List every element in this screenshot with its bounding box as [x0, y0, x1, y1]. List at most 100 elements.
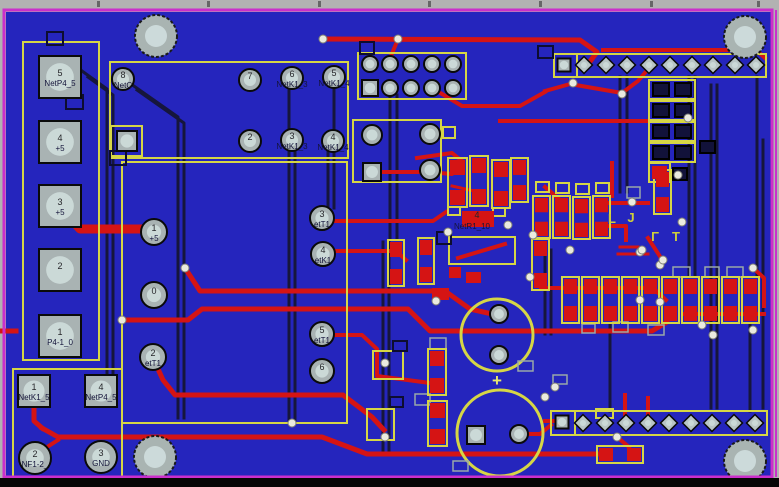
- relay-main-outline[interactable]: [121, 161, 348, 424]
- pad[interactable]: [38, 248, 82, 292]
- pad[interactable]: [38, 55, 82, 99]
- pad[interactable]: [444, 79, 462, 97]
- smd-resistor[interactable]: [741, 276, 760, 324]
- trace-top-layer[interactable]: [750, 265, 766, 308]
- pad[interactable]: [362, 162, 382, 182]
- marker-box[interactable]: [389, 396, 404, 408]
- smd-resistor[interactable]: [510, 157, 529, 203]
- pad[interactable]: [466, 425, 486, 445]
- pad[interactable]: [381, 79, 399, 97]
- silkscreen-box[interactable]: [648, 121, 696, 142]
- trace-top-layer[interactable]: [606, 224, 628, 242]
- pad[interactable]: [38, 184, 82, 228]
- via[interactable]: [658, 255, 668, 265]
- pad[interactable]: [361, 124, 383, 146]
- smd-resistor[interactable]: [592, 195, 611, 239]
- smd-resistor[interactable]: [427, 348, 447, 396]
- pad[interactable]: [489, 345, 509, 365]
- trace-top-layer[interactable]: [38, 424, 603, 457]
- trace-top-layer[interactable]: [320, 209, 449, 223]
- via[interactable]: [180, 263, 190, 273]
- silkscreen-box[interactable]: [535, 181, 550, 193]
- smd-pad-bottom[interactable]: [674, 82, 692, 97]
- smd-resistor[interactable]: [681, 276, 700, 324]
- via[interactable]: [380, 432, 390, 442]
- pad[interactable]: [140, 218, 168, 246]
- smd-pad-outline[interactable]: [647, 324, 665, 336]
- pad[interactable]: [574, 55, 594, 75]
- pad[interactable]: [84, 374, 118, 408]
- smd-resistor[interactable]: [531, 238, 550, 291]
- pad[interactable]: [746, 55, 766, 75]
- smd-pad-bottom[interactable]: [652, 124, 670, 139]
- smd-pad-bottom[interactable]: [674, 124, 692, 139]
- pad[interactable]: [322, 65, 346, 89]
- ic-outline[interactable]: [448, 236, 516, 265]
- relay-top-outline[interactable]: [109, 61, 349, 159]
- mounting-hole[interactable]: [134, 14, 178, 58]
- via[interactable]: [748, 263, 758, 273]
- smd-resistor[interactable]: [581, 276, 600, 324]
- via[interactable]: [748, 325, 758, 335]
- pad[interactable]: [238, 68, 262, 92]
- marker-box[interactable]: [392, 340, 408, 352]
- smd-resistor[interactable]: [447, 157, 468, 208]
- pad[interactable]: [617, 55, 637, 75]
- pad[interactable]: [402, 79, 420, 97]
- smd-resistor[interactable]: [387, 239, 405, 287]
- via[interactable]: [380, 358, 390, 368]
- smd-resistor[interactable]: [417, 237, 435, 285]
- silkscreen-box[interactable]: [595, 182, 610, 194]
- smd-pad-outline[interactable]: [414, 393, 431, 406]
- smd-pad-bottom[interactable]: [652, 82, 670, 97]
- via[interactable]: [117, 315, 127, 325]
- silkscreen-box[interactable]: [648, 100, 696, 121]
- via[interactable]: [443, 227, 453, 237]
- pad[interactable]: [361, 55, 379, 73]
- smd-pad-top[interactable]: [449, 267, 461, 278]
- connector-p4-outline[interactable]: [22, 41, 100, 361]
- trace-top-layer[interactable]: [542, 184, 563, 203]
- marker-box[interactable]: [46, 31, 64, 46]
- smd-resistor[interactable]: [661, 276, 680, 324]
- transistor-outline[interactable]: [372, 350, 404, 380]
- pad[interactable]: [745, 413, 765, 433]
- pad[interactable]: [423, 55, 441, 73]
- smd-resistor[interactable]: [469, 155, 489, 207]
- via[interactable]: [697, 320, 707, 330]
- via[interactable]: [655, 297, 665, 307]
- pad[interactable]: [140, 281, 168, 309]
- smd-pad-outline[interactable]: [517, 360, 534, 372]
- via[interactable]: [393, 34, 403, 44]
- pad[interactable]: [489, 304, 509, 324]
- silkscreen-box[interactable]: [648, 79, 696, 100]
- header-bottom-right-outline[interactable]: [550, 410, 768, 436]
- silkscreen-box[interactable]: [442, 126, 456, 139]
- pad[interactable]: [419, 123, 441, 145]
- pad[interactable]: [703, 55, 723, 75]
- via[interactable]: [617, 89, 627, 99]
- pad[interactable]: [638, 413, 658, 433]
- pad[interactable]: [381, 55, 399, 73]
- pad[interactable]: [724, 413, 744, 433]
- smd-resistor[interactable]: [701, 276, 720, 324]
- pad[interactable]: [639, 55, 659, 75]
- smd-resistor[interactable]: [601, 276, 620, 324]
- pad[interactable]: [116, 130, 138, 152]
- header-2x5-outline[interactable]: [357, 52, 467, 100]
- smd-pad-bottom[interactable]: [652, 145, 670, 160]
- pad[interactable]: [361, 79, 379, 97]
- smd-pad-bottom[interactable]: [699, 140, 716, 154]
- pad[interactable]: [238, 129, 262, 153]
- pad[interactable]: [309, 321, 335, 347]
- via[interactable]: [540, 392, 550, 402]
- via[interactable]: [673, 170, 683, 180]
- pad[interactable]: [660, 55, 680, 75]
- pad[interactable]: [556, 57, 572, 73]
- pad[interactable]: [309, 358, 335, 384]
- silkscreen-box[interactable]: [575, 183, 590, 195]
- trace-top-layer[interactable]: [320, 36, 600, 67]
- smd-pad-outline[interactable]: [552, 374, 568, 385]
